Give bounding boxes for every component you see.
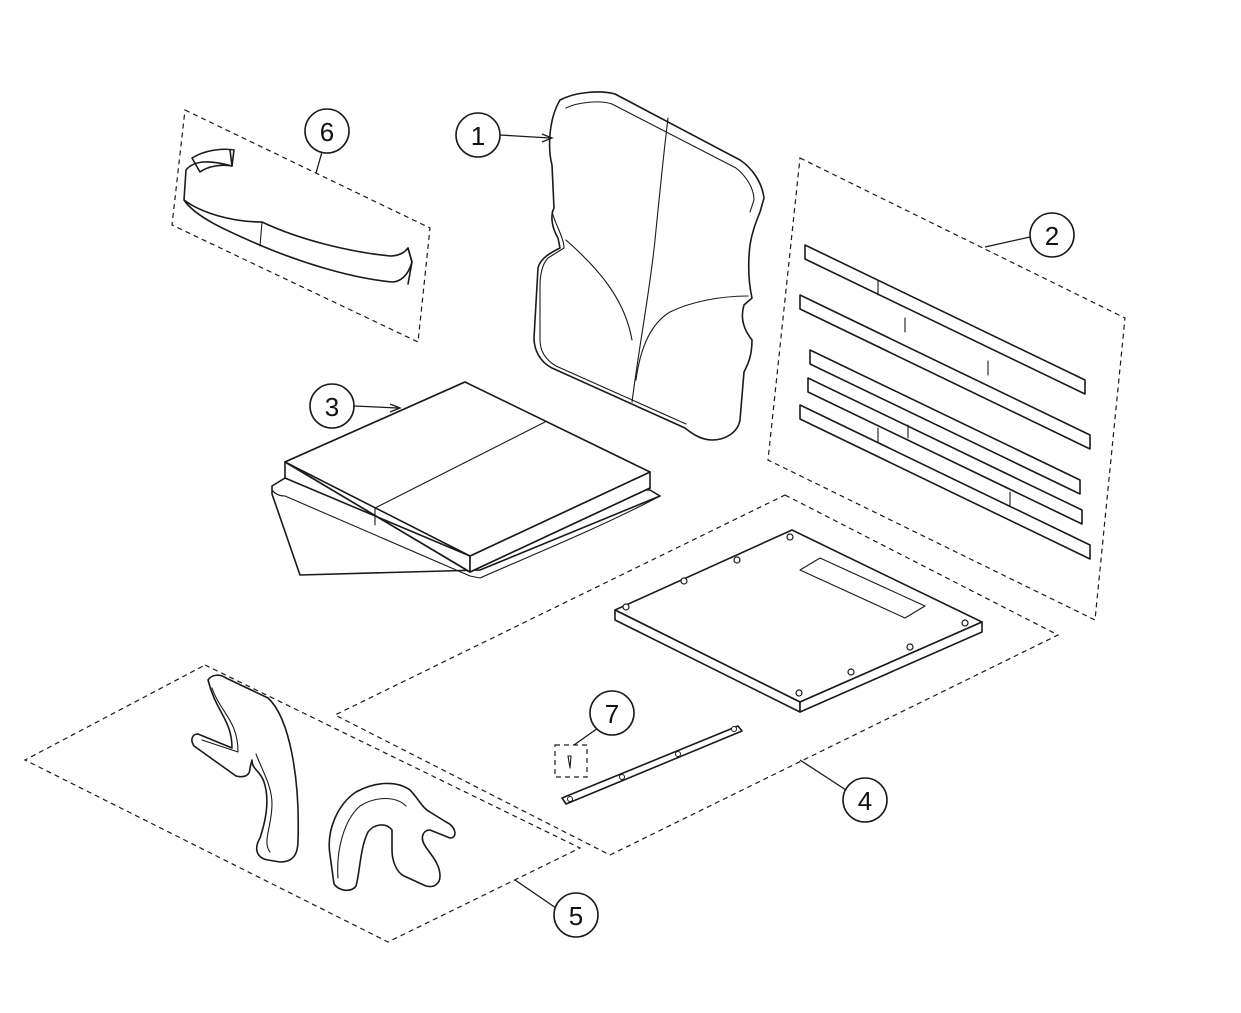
- callout-6: 6: [304, 108, 350, 174]
- callout-3-label: 3: [325, 392, 339, 422]
- callout-3: 3: [309, 383, 402, 429]
- callout-6-label: 6: [320, 117, 334, 147]
- part-5-group-outline: [23, 664, 582, 943]
- callout-5: 5: [514, 879, 599, 938]
- callout-2: 2: [984, 212, 1075, 258]
- callout-4-label: 4: [858, 786, 872, 816]
- callout-5-label: 5: [569, 901, 583, 931]
- part-3-seat-cushion: [271, 381, 661, 579]
- callout-2-label: 2: [1045, 221, 1059, 251]
- part-7-screw-box: [554, 744, 588, 778]
- part-6-group-outline: [171, 109, 431, 343]
- callout-4: 4: [799, 759, 888, 823]
- part-1-back-cushion: [533, 91, 765, 441]
- callout-7-label: 7: [605, 699, 619, 729]
- callout-1: 1: [455, 112, 554, 158]
- part-4-group-outline: [333, 494, 1060, 856]
- callout-1-label: 1: [471, 121, 485, 151]
- part-4-seat-board: [333, 494, 1060, 856]
- callout-7: 7: [573, 690, 635, 746]
- part-2-slats: [767, 157, 1126, 621]
- part-6-strap: [171, 109, 431, 343]
- part-5-side-frames: [23, 664, 582, 943]
- part-7-rail: [554, 725, 743, 805]
